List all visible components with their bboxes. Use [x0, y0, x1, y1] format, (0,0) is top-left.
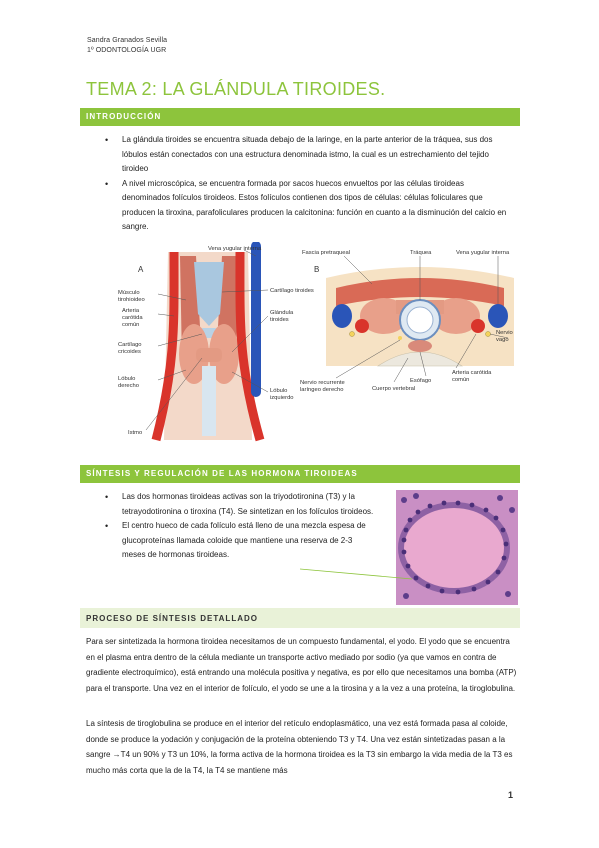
panel-b: B Fas [300, 250, 514, 393]
label-arteria-b-1: Arteria carótida [452, 370, 492, 376]
label-istmo: Istmo [128, 430, 142, 436]
thyroid-anatomy-figure: A Vena yugular int [118, 242, 514, 442]
label-cricoides-1: Cartílago [118, 342, 142, 348]
label-esofago: Esófago [410, 378, 431, 384]
panel-b-letter: B [314, 265, 319, 274]
page-number: 1 [508, 790, 514, 800]
vagus-nerve-left [485, 331, 491, 337]
label-traquea: Tráquea [410, 250, 432, 256]
label-lobulo-derecho-1: Lóbulo [118, 376, 135, 382]
process-paragraph-1: Para ser sintetizada la hormona tiroidea… [86, 637, 517, 693]
carotid-left [235, 251, 265, 442]
section-heading: INTRODUCCIÓN [86, 112, 162, 121]
carotid-right [151, 251, 179, 442]
list-item: A nivel microscópica, se encuentra forma… [105, 177, 514, 235]
label-cuerpo-vertebral: Cuerpo vertebral [372, 386, 415, 392]
label-lobulo-izquierdo-2: izquierdo [270, 395, 294, 401]
jugular-b-right [332, 304, 352, 328]
carotid-b-right [355, 319, 369, 333]
label-cricoides-2: cricoides [118, 349, 141, 355]
thyroid-cartilage [194, 262, 224, 326]
list-item: La glándula tiroides se encuentra situad… [105, 133, 514, 177]
synthesis-bullet-list: Las dos hormonas tiroideas activas son l… [105, 490, 378, 563]
label-arteria-b-2: común [452, 377, 469, 383]
trachea-lumen [406, 306, 434, 334]
label-nervio-vago-1: Nervio [496, 330, 513, 336]
list-item: El centro hueco de cada folículo está ll… [105, 519, 378, 563]
page-title: TEMA 2: LA GLÁNDULA TIROIDES. [86, 79, 386, 99]
list-item: Las dos hormonas tiroideas activas son l… [105, 490, 378, 519]
thyroid-isthmus [196, 348, 222, 362]
trachea [202, 366, 216, 436]
label-vena-yugular: Vena yugular interna [208, 246, 262, 252]
section-heading: PROCESO DE SÍNTESIS DETALLADO [86, 614, 258, 623]
recurrent-nerve [398, 336, 402, 340]
colloid [404, 508, 504, 588]
label-lobulo-derecho-2: derecho [118, 383, 139, 389]
thyroid-lobe-right [179, 324, 209, 384]
vagus-nerve-right [349, 331, 355, 337]
section-bar-synthesis: SÍNTESIS Y REGULACIÓN DE LAS HORMONA TIR… [80, 465, 520, 483]
course-name: 1º ODONTOLOGÍA UGR [87, 47, 167, 54]
label-glandula-1: Glándula [270, 310, 294, 316]
label-musculo-2: tirohioideo [118, 297, 145, 303]
label-arteria-2: carótida [122, 315, 143, 321]
label-arteria-1: Arteria [122, 308, 140, 314]
intro-bullet-list: La glándula tiroides se encuentra situad… [105, 133, 514, 235]
author-name: Sandra Granados Sevilla [87, 37, 168, 44]
follicle-histology-image [396, 490, 518, 605]
section-heading: SÍNTESIS Y REGULACIÓN DE LAS HORMONA TIR… [86, 469, 358, 478]
pointer-line [300, 568, 413, 580]
label-nervio-vago-2: vago [496, 337, 509, 343]
thyroid-lobe-left [209, 324, 239, 384]
label-glandula-2: tiroides [270, 317, 289, 323]
section-bar-intro: INTRODUCCIÓN [80, 108, 520, 126]
process-paragraph-2: La síntesis de tiroglobulina se produce … [86, 719, 513, 775]
label-musculo-1: Músculo [118, 290, 140, 296]
panel-a-letter: A [138, 265, 144, 274]
label-fascia: Fascia pretraqueal [302, 250, 350, 256]
label-vena-yugular-b: Vena yugular interna [456, 250, 510, 256]
vertebral-body [377, 351, 463, 367]
label-cartilago-tiroides: Cartílago tiroides [270, 288, 314, 294]
label-lobulo-izquierdo-1: Lóbulo [270, 388, 287, 394]
jugular-b-left [488, 304, 508, 328]
section-bar-process: PROCESO DE SÍNTESIS DETALLADO [80, 608, 520, 628]
label-arteria-3: común [122, 322, 139, 328]
carotid-b-left [471, 319, 485, 333]
esophagus [408, 340, 432, 352]
label-nervio-recurrente-2: laríngeo derecho [300, 387, 344, 393]
panel-a: A Vena yugular int [118, 242, 314, 442]
label-nervio-recurrente-1: Nervio recurrente [300, 380, 345, 386]
